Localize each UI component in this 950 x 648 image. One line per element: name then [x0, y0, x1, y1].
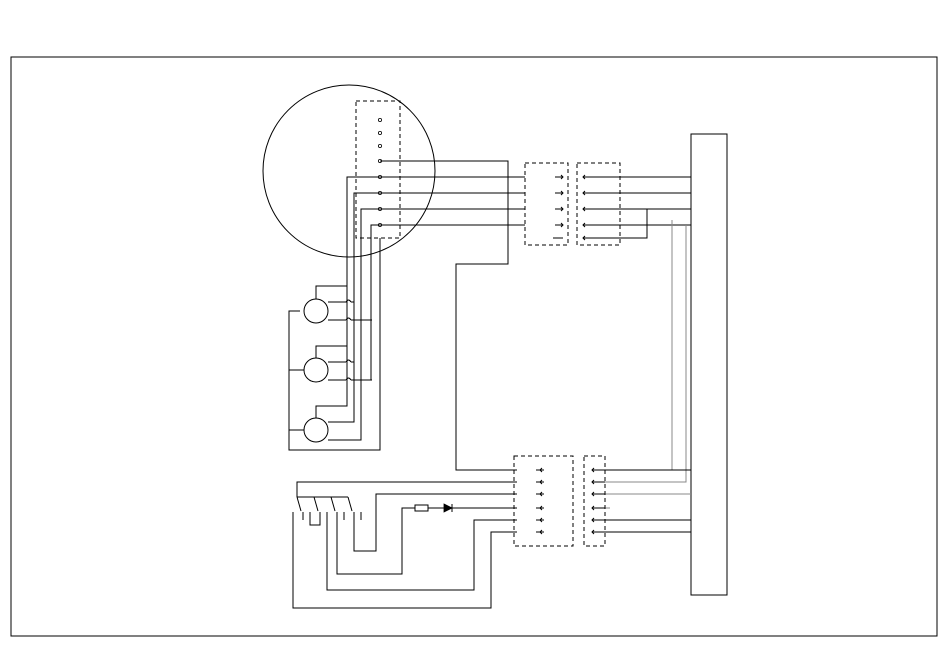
connector-housing	[263, 85, 435, 257]
motor-3	[289, 301, 361, 442]
upper-harness-wires	[289, 161, 525, 470]
upper-connector-pair	[525, 163, 691, 245]
lower-connector-terminals	[536, 468, 691, 534]
diode	[444, 504, 517, 512]
resistor	[415, 505, 444, 511]
connector-pin	[378, 131, 381, 134]
jumper-wires	[605, 220, 691, 508]
lower-connector-pair	[514, 456, 691, 546]
round-connector	[263, 85, 435, 257]
terminal-block	[691, 134, 727, 595]
connector-pin	[378, 144, 381, 147]
connector-pins	[378, 118, 381, 226]
upper-connector-right	[577, 163, 620, 245]
switch-4	[344, 497, 354, 520]
upper-connector-terminals	[553, 175, 691, 240]
diode-symbol	[444, 504, 452, 512]
switch-2	[310, 497, 320, 525]
motor-2	[289, 346, 372, 382]
connector-pin-block	[356, 101, 400, 238]
motor-symbol	[304, 299, 328, 323]
switch-bank	[293, 482, 517, 608]
switch-1	[293, 497, 303, 520]
motor-1	[304, 286, 372, 323]
motor-symbol	[304, 418, 328, 442]
switch-bank-wiring	[293, 494, 517, 608]
connector-pin	[378, 118, 381, 121]
resistor-symbol	[415, 505, 428, 511]
switch-3	[327, 497, 337, 520]
motor-group	[289, 286, 372, 442]
motor-symbol	[304, 358, 328, 382]
